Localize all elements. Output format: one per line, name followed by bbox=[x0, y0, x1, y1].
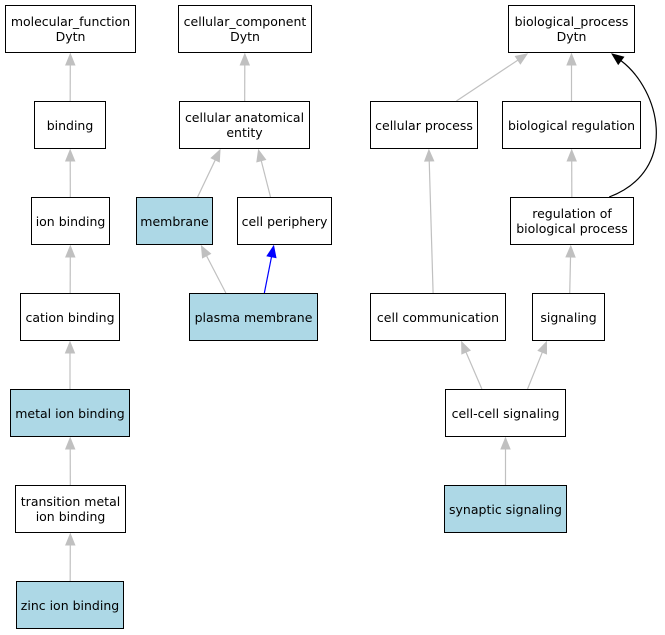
node-label-line: ion binding bbox=[35, 213, 106, 229]
edge-arrowhead bbox=[461, 340, 471, 355]
edge-line bbox=[260, 160, 272, 198]
edge-arrowhead bbox=[266, 244, 277, 259]
edge-zinc_ion_binding-to-transition_metal bbox=[65, 532, 76, 582]
node-label-line: biological regulation bbox=[507, 117, 636, 133]
node-label-line: entity bbox=[226, 125, 263, 140]
node-label-line: metal ion binding bbox=[15, 405, 125, 421]
edge-membrane-to-cell_anat_entity bbox=[197, 148, 221, 198]
node-label-line: cation binding bbox=[25, 309, 115, 325]
edge-metal_ion_binding-to-cation_binding bbox=[64, 340, 76, 389]
edge-cell_cell_signaling-to-cell_communication bbox=[461, 340, 483, 390]
node-label-line: regulation of bbox=[532, 206, 612, 221]
node-cell-cell-signaling[interactable]: cell-cell signaling bbox=[445, 389, 566, 437]
node-label-line: molecular_function bbox=[10, 14, 131, 29]
node-label-line: cell-cell signaling bbox=[451, 405, 560, 421]
edge-plasma_membrane-to-membrane bbox=[200, 244, 227, 294]
edge-line bbox=[456, 59, 519, 102]
node-cell-periphery[interactable]: cell periphery bbox=[237, 197, 332, 245]
node-label-line: cell communication bbox=[376, 309, 500, 325]
edge-arrowhead bbox=[423, 148, 435, 162]
edge-synaptic_signaling-to-cell_cell_signaling bbox=[500, 436, 511, 485]
node-label-line: Dytn bbox=[556, 29, 587, 44]
edge-line bbox=[465, 351, 483, 390]
edge-ion_binding-to-binding bbox=[64, 148, 76, 198]
node-label-line: Dytn bbox=[230, 29, 260, 44]
edge-cellular_process-to-bp_root bbox=[456, 53, 529, 102]
node-binding[interactable]: binding bbox=[34, 101, 106, 149]
node-label-line: cell periphery bbox=[241, 213, 328, 229]
edge-arrowhead bbox=[566, 52, 577, 66]
node-label-line: binding bbox=[46, 117, 94, 133]
node-ion-binding[interactable]: ion binding bbox=[31, 197, 110, 245]
edge-reg_bio_process-to-bio_regulation bbox=[566, 148, 577, 198]
edge-line bbox=[205, 255, 227, 294]
node-label-line: transition metal bbox=[20, 494, 121, 509]
node-label-line: synaptic signaling bbox=[449, 501, 562, 517]
node-label-line: cellular_component bbox=[183, 14, 307, 29]
node-label-line: biological process bbox=[516, 221, 628, 236]
edge-line bbox=[569, 256, 572, 294]
node-cation-binding[interactable]: cation binding bbox=[20, 293, 120, 341]
node-cellular-process[interactable]: cellular process bbox=[370, 101, 478, 149]
edge-arrowhead bbox=[566, 148, 577, 162]
edge-arrowhead bbox=[64, 148, 76, 162]
edge-line bbox=[608, 60, 657, 198]
edge-arrowhead bbox=[64, 436, 76, 450]
edge-cell_anat_entity-to-cc_root bbox=[239, 52, 251, 102]
edge-cell_cell_signaling-to-signaling bbox=[526, 340, 548, 390]
node-label-line: cellular anatomical bbox=[184, 110, 305, 125]
edge-line bbox=[263, 256, 273, 294]
node-label-line: cellular process bbox=[375, 117, 473, 133]
node-label-line: membrane bbox=[140, 213, 209, 229]
edge-arrowhead bbox=[239, 52, 251, 66]
node-label-line: signaling bbox=[540, 309, 597, 325]
edge-arrowhead bbox=[256, 148, 267, 163]
edge-arrowhead bbox=[500, 436, 511, 450]
edge-line bbox=[526, 351, 543, 390]
node-plasma-membrane[interactable]: plasma membrane bbox=[189, 293, 318, 341]
edge-reg_bio_process-to-bp_root bbox=[608, 53, 657, 198]
node-synaptic-signaling[interactable]: synaptic signaling bbox=[444, 485, 567, 533]
edge-arrowhead bbox=[210, 148, 221, 163]
edge-binding-to-mf_root bbox=[65, 52, 76, 102]
edge-line bbox=[197, 159, 216, 198]
node-metal-ion-binding[interactable]: metal ion binding bbox=[10, 389, 130, 437]
edge-arrowhead bbox=[200, 244, 212, 259]
node-label-line: Dytn bbox=[55, 29, 86, 44]
node-label-line: plasma membrane bbox=[194, 309, 313, 325]
edge-cell_periphery-to-cell_anat_entity bbox=[256, 148, 272, 198]
node-cell-communication[interactable]: cell communication bbox=[370, 293, 506, 341]
edge-cell_communication-to-cellular_process bbox=[423, 148, 435, 294]
edge-arrowhead bbox=[65, 532, 76, 546]
edge-arrowhead bbox=[565, 244, 576, 258]
edge-arrowhead bbox=[537, 340, 548, 355]
edge-arrowhead bbox=[65, 52, 76, 66]
node-label-line: biological_process bbox=[514, 14, 629, 29]
edge-line bbox=[428, 160, 434, 294]
node-label-line: zinc ion binding bbox=[20, 597, 120, 613]
edge-signaling-to-reg_bio_process bbox=[565, 244, 576, 294]
node-label-line: ion binding bbox=[35, 509, 106, 524]
node-membrane[interactable]: membrane bbox=[136, 197, 213, 245]
edge-arrowhead bbox=[65, 244, 76, 258]
node-zinc-ion-binding[interactable]: zinc ion binding bbox=[16, 581, 124, 629]
edge-arrowhead bbox=[514, 53, 529, 65]
edge-bio_regulation-to-bp_root bbox=[566, 52, 577, 101]
node-biological-regulation[interactable]: biological regulation bbox=[502, 101, 641, 149]
edge-cation_binding-to-ion_binding bbox=[65, 244, 76, 294]
edge-arrowhead bbox=[611, 53, 625, 66]
node-signaling[interactable]: signaling bbox=[532, 293, 605, 341]
edge-arrowhead bbox=[64, 340, 76, 354]
edge-transition_metal-to-metal_ion_binding bbox=[64, 436, 76, 486]
edge-plasma_membrane-to-cell_periphery bbox=[263, 244, 277, 294]
